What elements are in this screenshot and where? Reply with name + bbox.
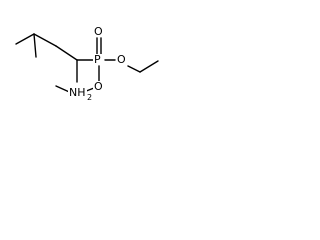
oxygen-double-atom-label: O bbox=[93, 25, 104, 38]
amine-subscript-label: 2 bbox=[86, 93, 94, 102]
bond-ch2-cn bbox=[55, 45, 78, 61]
bond-ch2-ch3-right bbox=[139, 60, 159, 73]
bond-methyl-a bbox=[15, 33, 35, 45]
oxygen-ester-lower-label: O bbox=[93, 80, 104, 93]
bond-methyl-b bbox=[33, 33, 37, 58]
phosphorus-atom-label: P bbox=[93, 53, 102, 66]
amine-atom-label: NH bbox=[68, 86, 87, 99]
bond-ch-ch2 bbox=[33, 33, 57, 47]
molecule-diagram: P O O O NH 2 bbox=[0, 0, 190, 122]
oxygen-ester-right-label: O bbox=[116, 53, 127, 66]
bond-o-ch2-right bbox=[127, 65, 141, 73]
